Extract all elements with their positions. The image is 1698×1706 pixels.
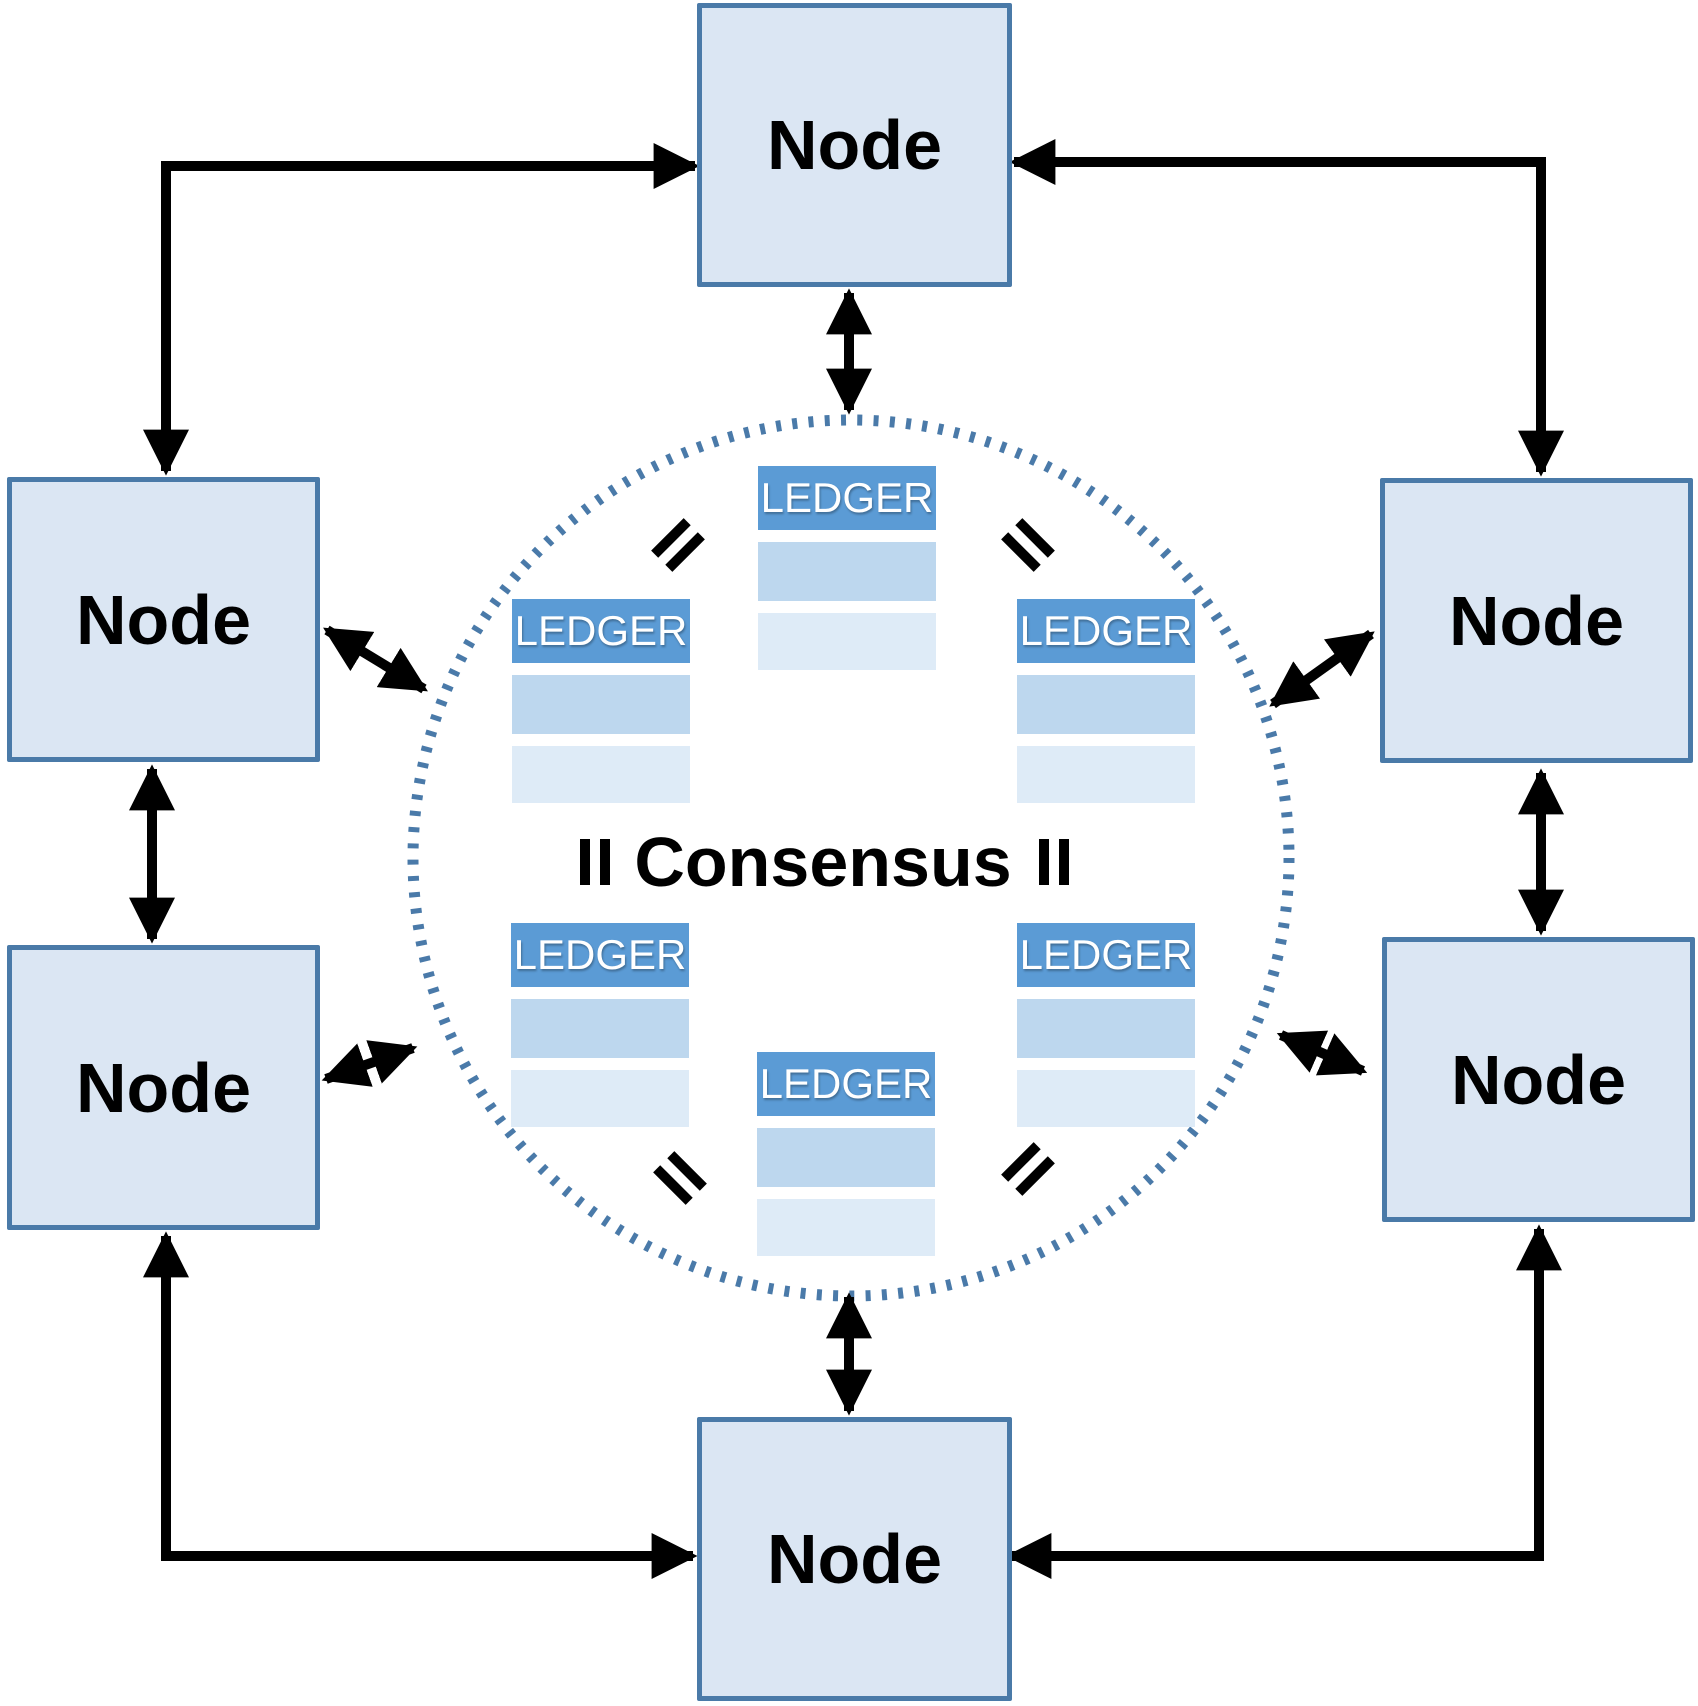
node-label: Node [76, 580, 251, 659]
arrow-lowerright-node-circle [1276, 1030, 1368, 1076]
ledger-row [512, 675, 690, 734]
arrow-upperleft-node-circle [323, 625, 428, 694]
equals-bar [580, 839, 590, 885]
node-box-upper-left: Node [7, 477, 320, 762]
arrow-top-node-to-upperright-node [1009, 139, 1564, 477]
ledger-header: LEDGER [511, 923, 689, 987]
node-label: Node [1449, 581, 1624, 660]
equals-bar [600, 839, 610, 885]
arrow-lowerleft-node-circle [321, 1040, 418, 1087]
ledger-table-upper-right: LEDGER [1017, 599, 1195, 803]
node-label: Node [76, 1048, 251, 1127]
arrow-bottom-node-to-lowerright-node [1005, 1224, 1562, 1579]
ledger-row [1017, 999, 1195, 1058]
arrow-upperright-node-circle [1269, 629, 1375, 709]
ledger-table-lower-left: LEDGER [511, 923, 689, 1127]
ledger-row [757, 1128, 935, 1187]
ledger-table-upper-left: LEDGER [512, 599, 690, 803]
ledger-row [1017, 746, 1195, 803]
ledger-row [758, 542, 936, 601]
arrow-lowerleft-node-to-bottom-node [143, 1231, 698, 1579]
ledger-header: LEDGER [757, 1052, 935, 1116]
ledger-header: LEDGER [758, 466, 936, 530]
ledger-row [757, 1199, 935, 1256]
ledger-row [511, 999, 689, 1058]
ledger-row [512, 746, 690, 803]
equals-sign-middle-right [1039, 839, 1069, 885]
equals-bar [1039, 839, 1049, 885]
equals-sign-middle-left [580, 839, 610, 885]
ledger-header: LEDGER [1017, 923, 1195, 987]
node-label: Node [767, 1520, 942, 1598]
ledger-row [1017, 675, 1195, 734]
node-box-upper-right: Node [1380, 478, 1693, 763]
node-box-top: Node [697, 3, 1012, 287]
node-box-lower-left: Node [7, 945, 320, 1230]
arrow-upperleft-node-to-top-node [143, 143, 700, 476]
ledger-table-top: LEDGER [758, 466, 936, 670]
ledger-row [511, 1070, 689, 1127]
node-label: Node [1451, 1040, 1626, 1119]
consensus-label: Consensus [634, 823, 1012, 901]
equals-bar [1059, 839, 1069, 885]
node-box-lower-right: Node [1382, 937, 1695, 1222]
ledger-row [758, 613, 936, 670]
node-box-bottom: Node [697, 1417, 1012, 1701]
ledger-table-bottom: LEDGER [757, 1052, 935, 1256]
ledger-row [1017, 1070, 1195, 1127]
ledger-header: LEDGER [512, 599, 690, 663]
ledger-header: LEDGER [1017, 599, 1195, 663]
node-label: Node [767, 106, 942, 184]
ledger-table-lower-right: LEDGER [1017, 923, 1195, 1127]
